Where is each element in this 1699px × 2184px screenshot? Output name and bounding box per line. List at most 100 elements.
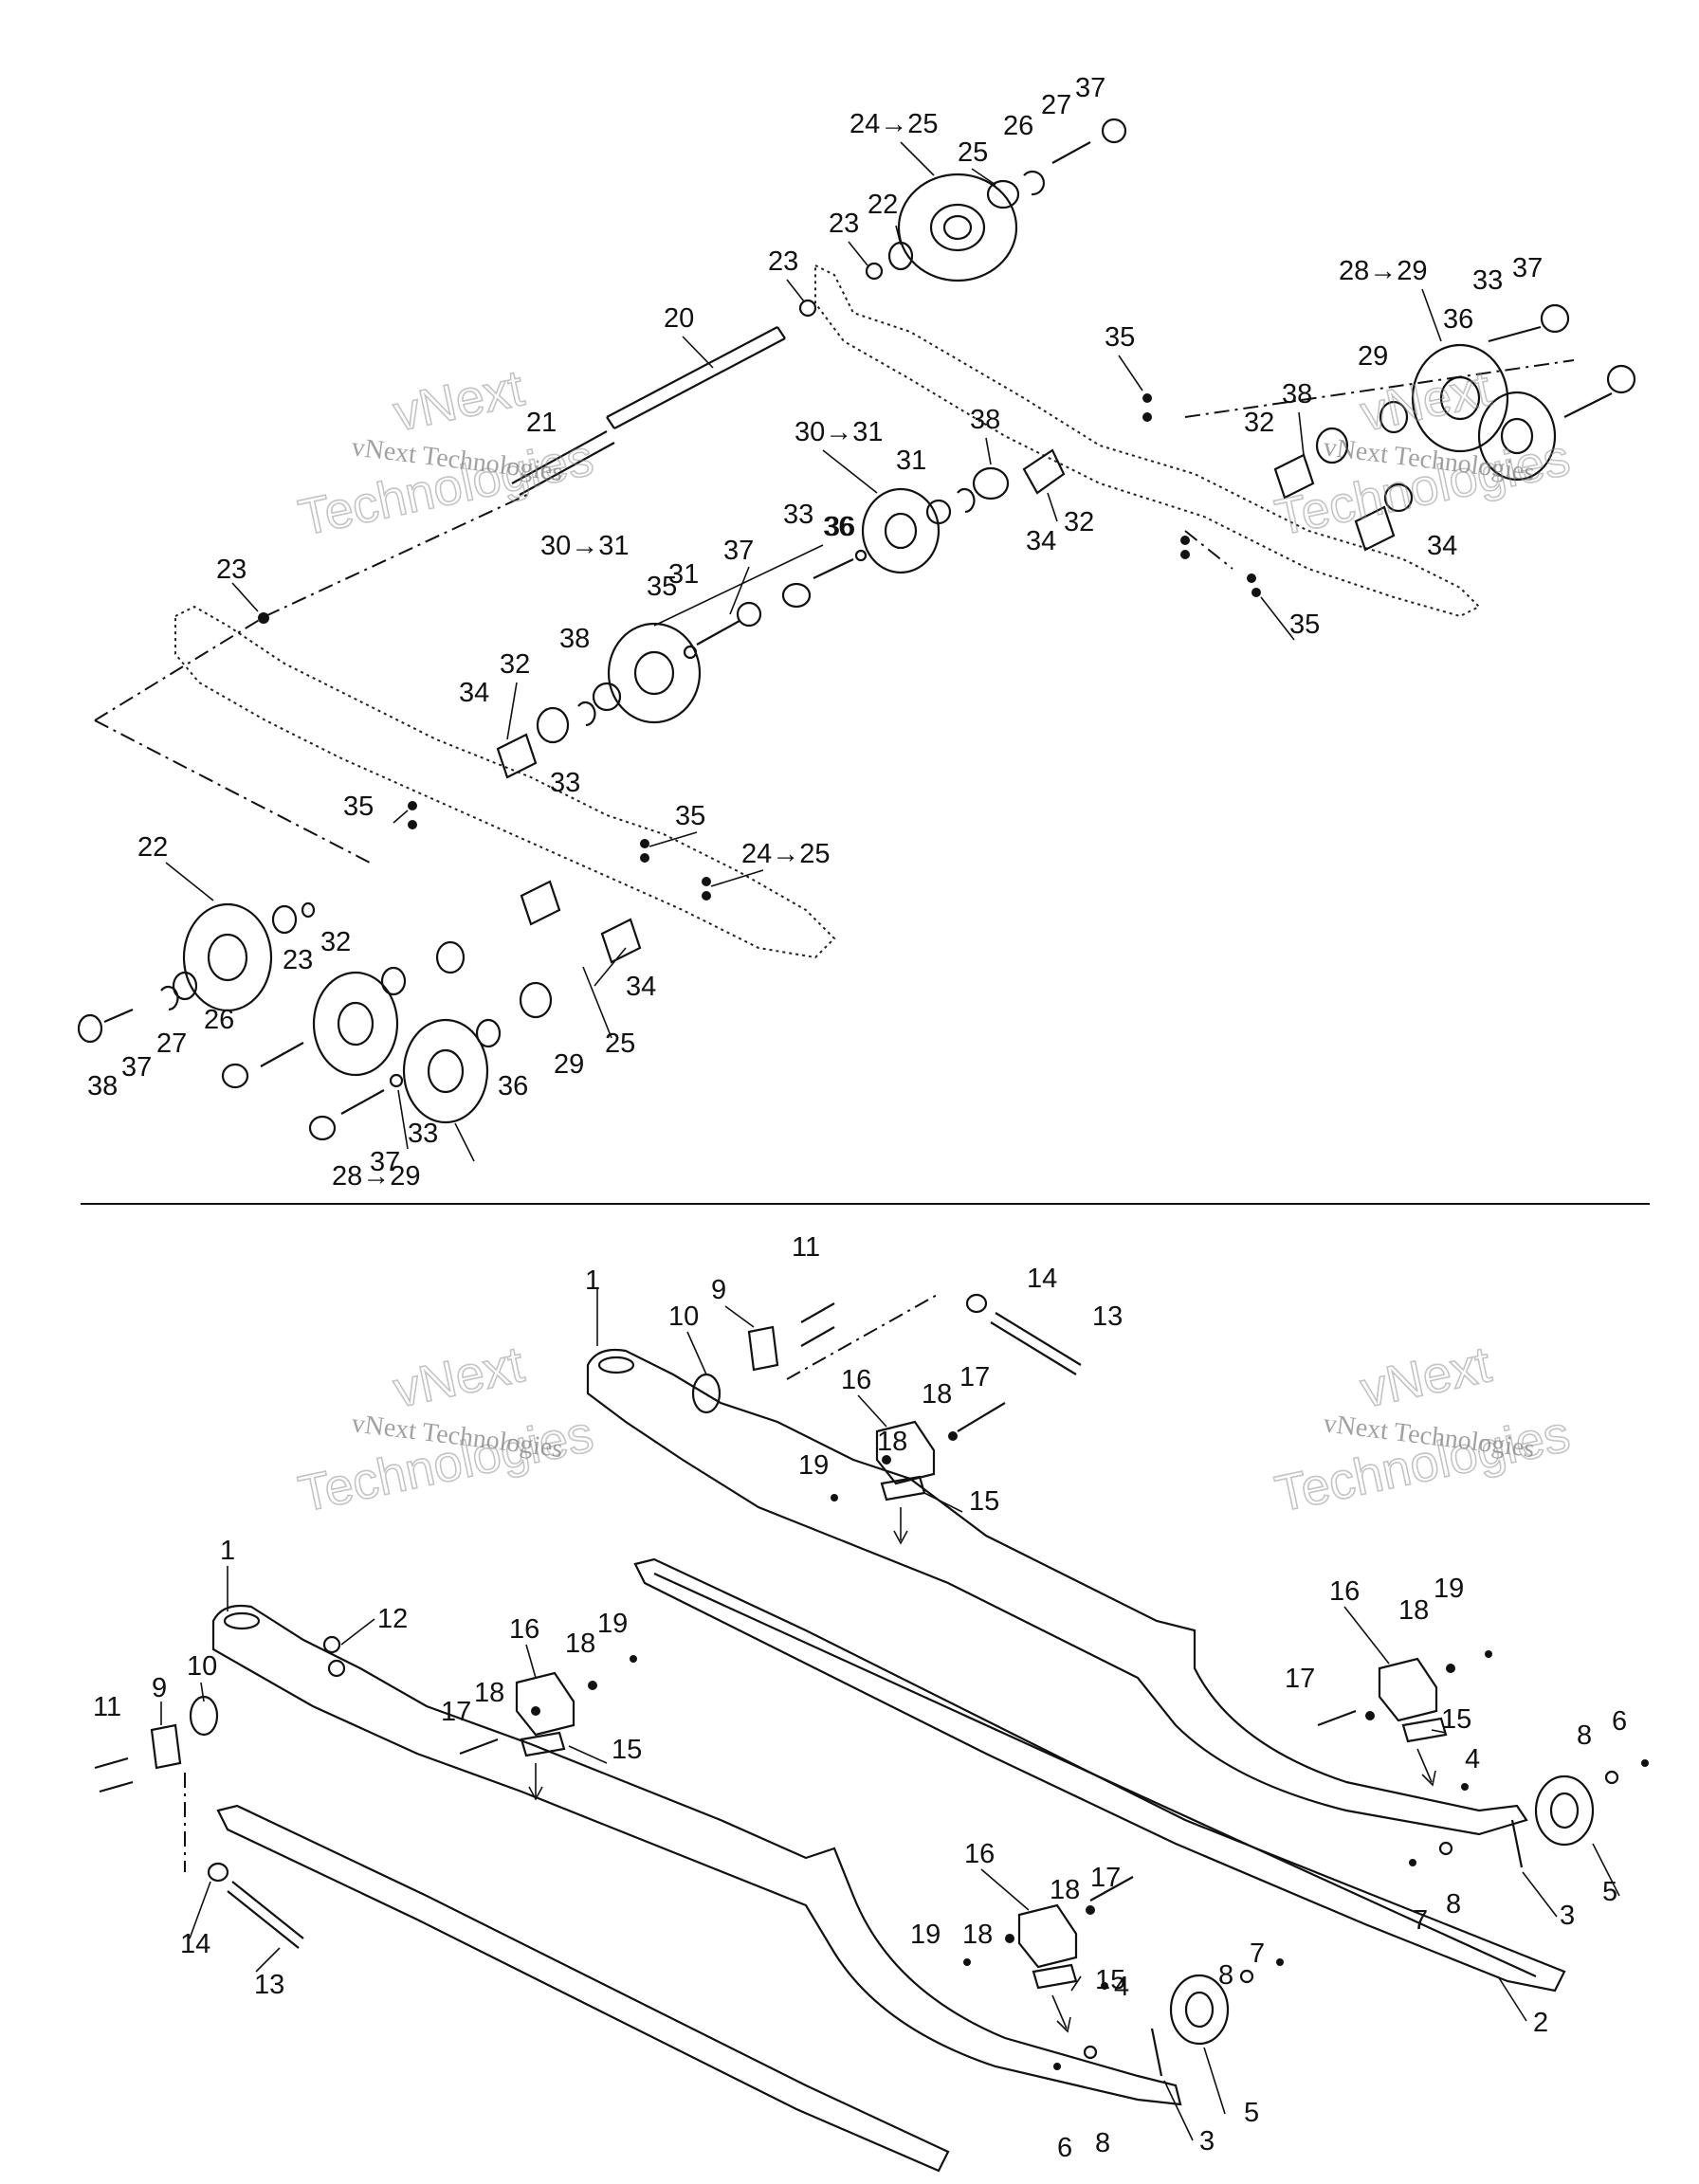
clip-center [957, 487, 976, 514]
bearing-25-lower [172, 971, 198, 1001]
end-block-5-upper [1534, 1774, 1595, 1847]
callout: 33 [1472, 265, 1503, 296]
screw-3-lower [1150, 2028, 1163, 2077]
washer-19-d [963, 1958, 971, 1966]
callout: 38 [559, 624, 590, 654]
callout: 35 [1105, 322, 1135, 353]
washer-7-b [1276, 1958, 1284, 1966]
nut-35-j [640, 853, 649, 863]
screw-3-upper [1510, 1819, 1524, 1868]
callout: 4 [1114, 1972, 1129, 2002]
rail-1-upper [586, 1348, 1528, 1836]
wheel-top-center [897, 173, 1018, 282]
cap-37-top [1101, 118, 1127, 144]
nut-35-c [1180, 536, 1190, 545]
callout: 35 [647, 572, 677, 602]
callout: 8 [1095, 2128, 1110, 2158]
callout: 16 [509, 1614, 539, 1645]
washer-23-top2 [798, 299, 817, 318]
callout: 5 [1244, 2098, 1259, 2128]
washer-18-a [948, 1431, 958, 1441]
wheel-bottom-b [402, 1018, 489, 1124]
cap-37-lower [77, 1013, 103, 1044]
callout: 36 [498, 1071, 528, 1101]
nut-35-k [702, 877, 711, 886]
callout: 33 [408, 1119, 438, 1149]
wear-block-16-d [1017, 1903, 1078, 1969]
bearing-right-lower [1383, 482, 1414, 513]
callout: 1 [220, 1536, 235, 1566]
callout: 28→29 [332, 1161, 421, 1192]
callout: 19 [798, 1450, 829, 1481]
bearing-bottom-1 [380, 966, 407, 996]
callout: 34 [1427, 531, 1457, 561]
bracket-32-bottom [600, 918, 642, 964]
callout: 18 [1050, 1875, 1080, 1905]
watermark-line1: vNext [389, 359, 529, 442]
rail-1-lower [211, 1604, 1182, 2106]
callout: 26 [1003, 111, 1033, 141]
align-line-3 [94, 719, 371, 864]
nut-35-d [1180, 550, 1190, 559]
callout: 17 [441, 1697, 471, 1727]
callout: 31 [896, 446, 926, 476]
nut-14-lower [207, 1862, 229, 1883]
nut-35-l [702, 891, 711, 901]
callout: 32 [320, 927, 351, 957]
callout: 11 [93, 1692, 121, 1722]
washer-18-d [531, 1706, 540, 1716]
nut-14-upper [965, 1293, 988, 1314]
callout: 22 [137, 832, 168, 863]
nut-35-g [408, 801, 417, 810]
bracket-bottom-1 [520, 880, 561, 926]
top-callout-labels: 24→25 25 26 27 37 22 23 23 20 21 35 28→2… [87, 73, 1543, 1192]
callout: 36 [823, 512, 853, 542]
washer-19-a [831, 1494, 838, 1502]
bolt-17-d [1089, 1876, 1134, 1902]
callout: 33 [783, 500, 813, 530]
align-line-1 [265, 492, 532, 617]
callout: 38 [1282, 379, 1312, 410]
plate-9-upper [747, 1325, 779, 1372]
cap-37-right [1540, 303, 1570, 334]
shoe-15-c [1401, 1717, 1448, 1743]
callout: 16 [964, 1839, 995, 1869]
callout: 5 [1602, 1877, 1617, 1907]
washer-18-f [1365, 1711, 1375, 1720]
washer-23-lower [301, 901, 316, 919]
callout: 12 [377, 1604, 408, 1634]
washer-6-a [1641, 1759, 1649, 1767]
callout: 18 [962, 1920, 993, 1950]
callout: 8 [1446, 1889, 1461, 1920]
nut-35-e [1247, 573, 1256, 583]
bearing-38-left [536, 706, 570, 744]
callout: 23 [768, 246, 798, 277]
callout: 13 [1092, 1301, 1123, 1332]
callout: 37 [121, 1052, 152, 1083]
bolt-11-lower-a [94, 1756, 129, 1770]
callout: 15 [1095, 1965, 1125, 1995]
bolt-11-upper-a [800, 1302, 835, 1323]
callout: 28→29 [1339, 256, 1428, 286]
washer-23-top [865, 262, 884, 281]
wheel-bottom-a [312, 971, 399, 1077]
bracket-32-center [1022, 448, 1066, 495]
arrow-15-c [1416, 1748, 1436, 1787]
washer-4-a [1461, 1783, 1469, 1791]
callout: 7 [1250, 1938, 1265, 1969]
washer-36-bottom [389, 1073, 404, 1088]
bolt-17-c [1317, 1709, 1357, 1727]
callout: 17 [959, 1362, 990, 1392]
bearing-38-right [1315, 427, 1349, 464]
washer-8-d [1083, 2045, 1098, 2060]
callout: 19 [597, 1609, 628, 1639]
callout: 35 [1289, 610, 1320, 640]
callout: 2 [1533, 2008, 1548, 2038]
callout: 23 [216, 555, 247, 585]
callout: 18 [877, 1427, 907, 1457]
bracket-32-right [1273, 453, 1315, 500]
bearing-38-center [972, 466, 1010, 500]
axle-21 [511, 430, 615, 496]
callout: 33 [550, 768, 580, 798]
callout: 14 [1027, 1264, 1057, 1294]
